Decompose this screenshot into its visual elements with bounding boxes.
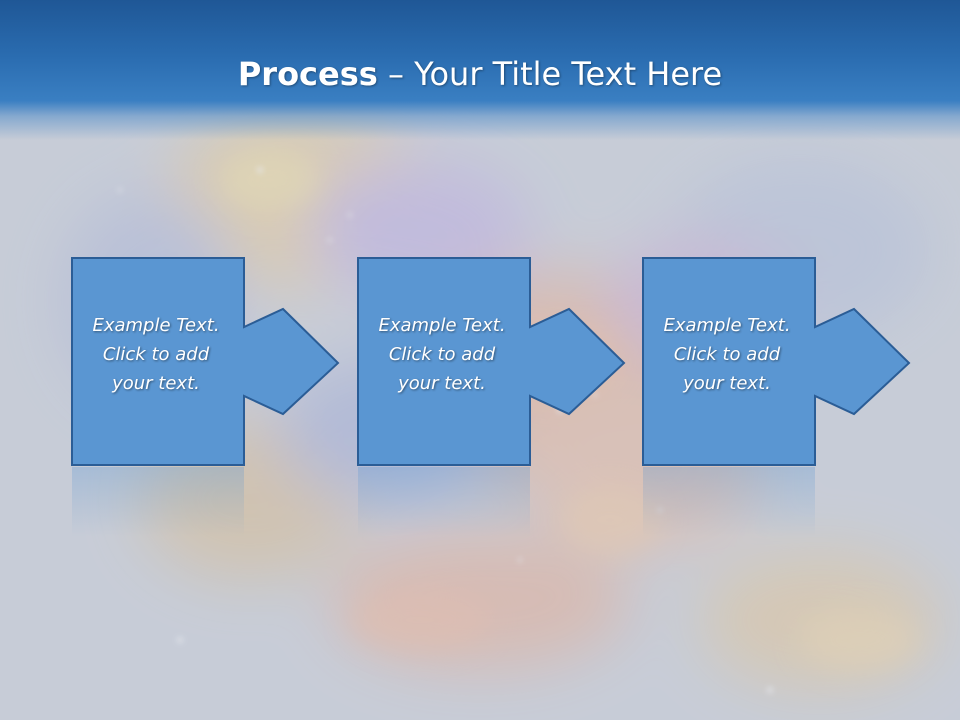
- process-step-1[interactable]: Example Text. Click to add your text.: [70, 255, 350, 540]
- step-text-line: Example Text.: [92, 315, 220, 336]
- step-text[interactable]: Example Text. Click to add your text.: [641, 311, 813, 398]
- step-text-line: Click to add: [673, 344, 781, 365]
- step-text-line: Click to add: [388, 344, 496, 365]
- step-text[interactable]: Example Text. Click to add your text.: [356, 311, 528, 398]
- arrow-callout-icon: [71, 257, 340, 537]
- slide-title[interactable]: Process – Your Title Text Here: [0, 52, 960, 96]
- step-text-line: Example Text.: [378, 315, 506, 336]
- arrow-callout-icon: [642, 257, 911, 537]
- step-text-line: your text.: [398, 373, 486, 394]
- step-text[interactable]: Example Text. Click to add your text.: [70, 311, 242, 398]
- step-text-line: Click to add: [102, 344, 210, 365]
- title-light-text: – Your Title Text Here: [377, 55, 723, 93]
- step-text-line: your text.: [112, 373, 200, 394]
- step-text-line: Example Text.: [663, 315, 791, 336]
- process-step-3[interactable]: Example Text. Click to add your text.: [641, 255, 921, 540]
- title-strong-text: Process: [237, 55, 378, 93]
- title-bar: [0, 0, 960, 140]
- process-step-2[interactable]: Example Text. Click to add your text.: [356, 255, 636, 540]
- arrow-callout-icon: [357, 257, 626, 537]
- step-text-line: your text.: [683, 373, 771, 394]
